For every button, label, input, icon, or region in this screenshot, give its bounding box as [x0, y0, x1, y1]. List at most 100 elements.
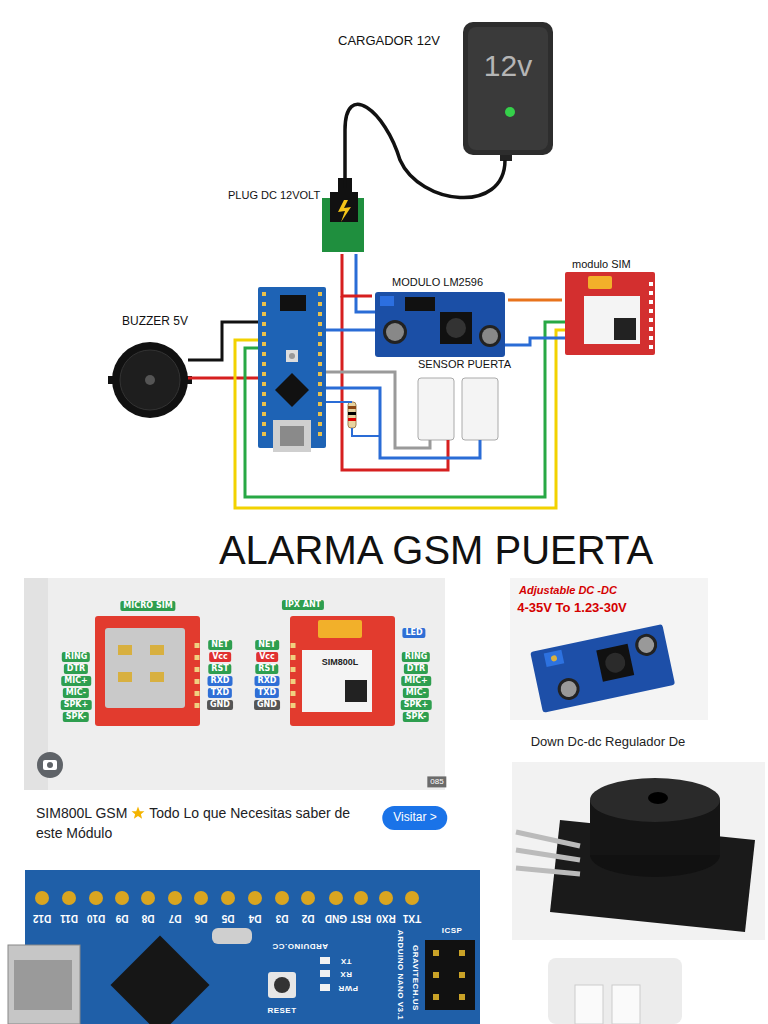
regulator-photo — [510, 578, 708, 720]
regulator-photo — [556, 676, 582, 702]
dc-jack — [322, 178, 364, 252]
wire — [326, 388, 480, 458]
component-box: SENSOR PUERTA — [412, 358, 516, 442]
component-box: BUZZER 5V — [108, 313, 202, 425]
buzzer — [145, 375, 155, 385]
power-adapter — [505, 107, 515, 117]
component-box: PLUG DC 12VOLT — [226, 188, 368, 254]
pin-tag: SPK+ — [401, 700, 432, 710]
regulator-photo — [633, 632, 659, 658]
wire-connector — [342, 254, 372, 296]
arduino-closeup — [35, 891, 49, 905]
camera-icon — [47, 762, 53, 768]
sim-board-photo — [318, 620, 362, 638]
device-marking: 12v — [484, 49, 532, 84]
arduino-closeup — [274, 977, 290, 993]
pin-tag: NET — [255, 640, 279, 650]
regulator-photo — [544, 650, 565, 667]
arduino-closeup — [459, 950, 465, 956]
arduino-nano — [280, 295, 306, 311]
wire — [188, 377, 258, 380]
arduino-closeup — [221, 891, 235, 905]
diagram-title: ALARMA GSM PUERTA — [104, 526, 768, 574]
regulator-photo — [530, 624, 675, 713]
board-silkscreen: PWR — [338, 984, 358, 993]
wire — [235, 330, 565, 508]
sensor-photo — [575, 985, 603, 1024]
sim-board-photo — [291, 643, 296, 710]
pin-name: TX1 — [403, 913, 421, 924]
pin-tag: GND — [254, 700, 280, 710]
arduino-closeup — [35, 891, 419, 905]
pin-tag: GND — [207, 700, 233, 710]
power-adapter — [463, 22, 553, 155]
buzzer-photo — [516, 832, 580, 846]
resistor — [348, 406, 356, 409]
pin-tag: TXD — [255, 688, 279, 698]
result-text: SIM800L GSM — [36, 805, 127, 821]
pin-name: D12 — [33, 913, 51, 924]
regulator-photo — [550, 655, 557, 662]
regulator-photo — [603, 651, 627, 675]
pin-tag: SPK- — [403, 712, 429, 722]
sensor-photo — [548, 958, 682, 1024]
pin-tag: RST — [208, 664, 231, 674]
buzzer-photo — [512, 762, 765, 940]
sim-board-photo — [150, 645, 164, 655]
buzzer — [108, 342, 192, 418]
gsm-module — [649, 282, 653, 350]
sim-board-photo — [105, 628, 185, 708]
pin-tag: DTR — [404, 664, 428, 674]
arduino-closeup — [8, 870, 480, 1024]
pin-tag: Vcc — [209, 652, 231, 662]
pin-tag: MIC+ — [61, 676, 91, 686]
sensor-photo — [612, 985, 640, 1024]
arduino-nano — [318, 292, 322, 442]
step-down-module — [383, 320, 407, 344]
arduino-closeup — [459, 972, 465, 978]
sim-board-photo — [95, 616, 395, 726]
component-label: BUZZER 5V — [122, 315, 188, 329]
pin-tag: TXD — [208, 688, 232, 698]
pin-name: D3 — [276, 913, 289, 924]
pin-tag: IPX ANT — [282, 600, 324, 610]
arduino-closeup — [268, 972, 296, 998]
sim-board-photo — [95, 616, 200, 726]
regulator-photo — [510, 578, 708, 720]
arduino-closeup — [301, 891, 315, 905]
board-silkscreen: ARDUINO.CC — [272, 942, 328, 951]
step-down-module — [482, 328, 498, 344]
resistor — [348, 402, 356, 428]
star-icon — [131, 806, 145, 820]
voltage-range: 4-35V To 1.23-30V — [517, 600, 627, 615]
arduino-closeup — [212, 928, 252, 944]
arduino-closeup — [433, 994, 439, 1000]
chip-marking: SIM800L — [322, 657, 359, 667]
pin-tag: SPK- — [63, 712, 89, 722]
sim-board-photo — [345, 680, 367, 702]
arduino-closeup — [275, 891, 289, 905]
photo-panel — [24, 578, 445, 790]
arduino-closeup — [329, 891, 343, 905]
sim-board-photo — [290, 616, 395, 726]
arduino-closeup — [25, 870, 480, 1024]
wire — [326, 402, 380, 436]
pin-name: D7 — [169, 913, 182, 924]
arduino-closeup — [141, 891, 155, 905]
photo-panel — [24, 578, 445, 790]
component-box: CARGADOR 12V — [335, 20, 556, 160]
product-caption: Down Dc-dc Regulador De — [531, 735, 686, 750]
arduino-closeup — [320, 970, 330, 977]
gsm-module — [565, 272, 655, 355]
resistor — [348, 402, 356, 428]
door-sensor — [418, 378, 454, 440]
pin-tag: MIC+ — [401, 676, 431, 686]
camera-icon — [37, 752, 63, 778]
regulator-photo — [596, 644, 634, 682]
regulator-photo — [559, 679, 578, 698]
board-silkscreen: RESET — [267, 1006, 296, 1015]
arduino-nano — [275, 373, 309, 407]
